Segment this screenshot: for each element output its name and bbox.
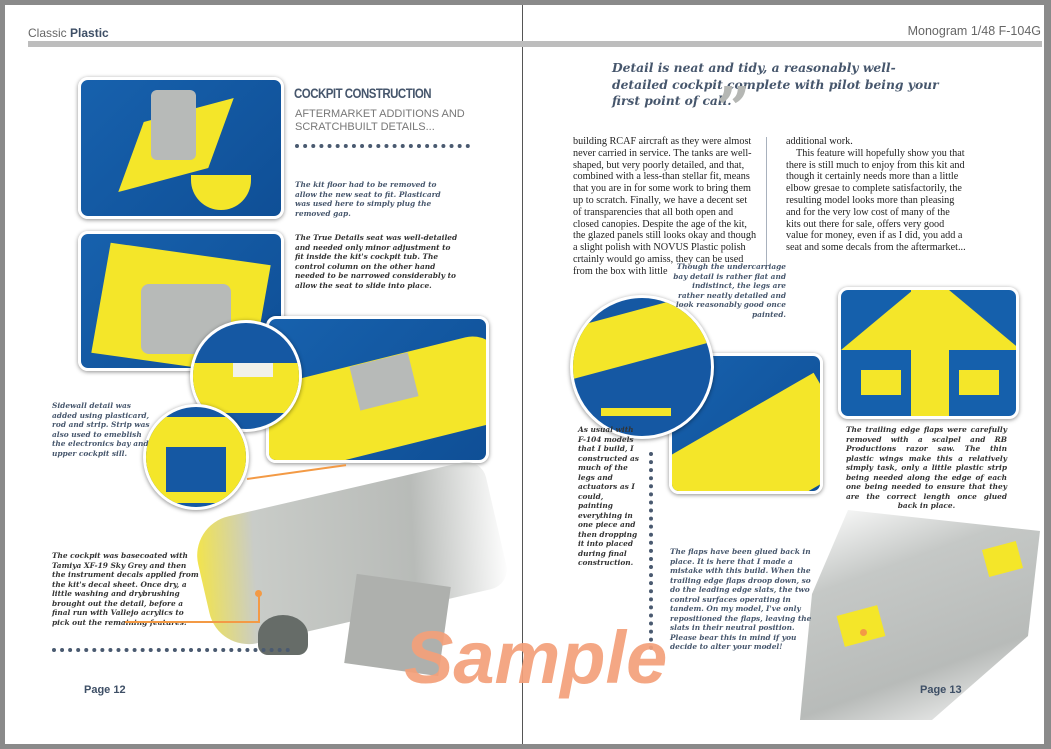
body-column-2-para-2: This feature will hopefully show you tha… <box>786 147 966 254</box>
photo-cockpit-sidewall <box>266 316 489 463</box>
caption-undercarriage: Though the undercarriage bay detail is r… <box>673 262 786 319</box>
caption-flaps: The flaps have been glued back in place.… <box>670 547 812 651</box>
pull-quote: Detail is neat and tidy, a reasonably we… <box>612 60 939 108</box>
column-rule <box>766 137 767 270</box>
caption-gear-legs: As usual with F-104 models that I build,… <box>578 425 639 567</box>
callout-dot <box>860 629 867 636</box>
caption-trailing-edge: The trailing edge flaps were carefully r… <box>846 425 1007 510</box>
sample-watermark: Sample <box>404 616 668 699</box>
caption-true-details-seat: The True Details seat was well-detailed … <box>295 233 458 290</box>
section-title-bold: Plastic <box>70 26 109 40</box>
section-subheading: AFTERMARKET ADDITIONS AND SCRATCHBUILT D… <box>295 108 465 133</box>
photo-seat-floor <box>78 77 284 219</box>
section-heading: COCKPIT CONSTRUCTION <box>294 86 432 101</box>
dotted-divider <box>295 144 470 148</box>
callout-dot <box>255 590 262 597</box>
page-number: Page 12 <box>84 684 126 696</box>
header-rule <box>28 41 1042 47</box>
photo-inset-electronics-bay <box>143 404 249 510</box>
caption-sidewall: Sidewall detail was added using plastica… <box>52 401 150 458</box>
body-column-2-para-1: additional work. <box>786 136 853 147</box>
quote-mark-icon: ” <box>716 75 751 145</box>
dotted-divider <box>52 648 290 652</box>
caption-kit-floor: The kit floor had to be removed to allow… <box>295 180 441 218</box>
photo-inset-sill <box>190 320 302 432</box>
callout-line <box>125 621 260 623</box>
callout-line <box>258 594 260 622</box>
magazine-section-title: Classic Plastic <box>28 26 109 40</box>
photo-trailing-edge-flaps <box>838 287 1019 419</box>
page-number: Page 13 <box>920 684 962 696</box>
photo-inset-gear-legs <box>570 295 714 439</box>
page-spine <box>522 5 523 744</box>
caption-cockpit-paint: The cockpit was basecoated with Tamiya X… <box>52 551 199 627</box>
dotted-divider-vertical <box>649 452 653 650</box>
article-kit-title: Monogram 1/48 F-104G <box>907 24 1041 38</box>
body-column-1: building RCAF aircraft as they were almo… <box>573 136 757 277</box>
section-title-light: Classic <box>28 26 67 40</box>
